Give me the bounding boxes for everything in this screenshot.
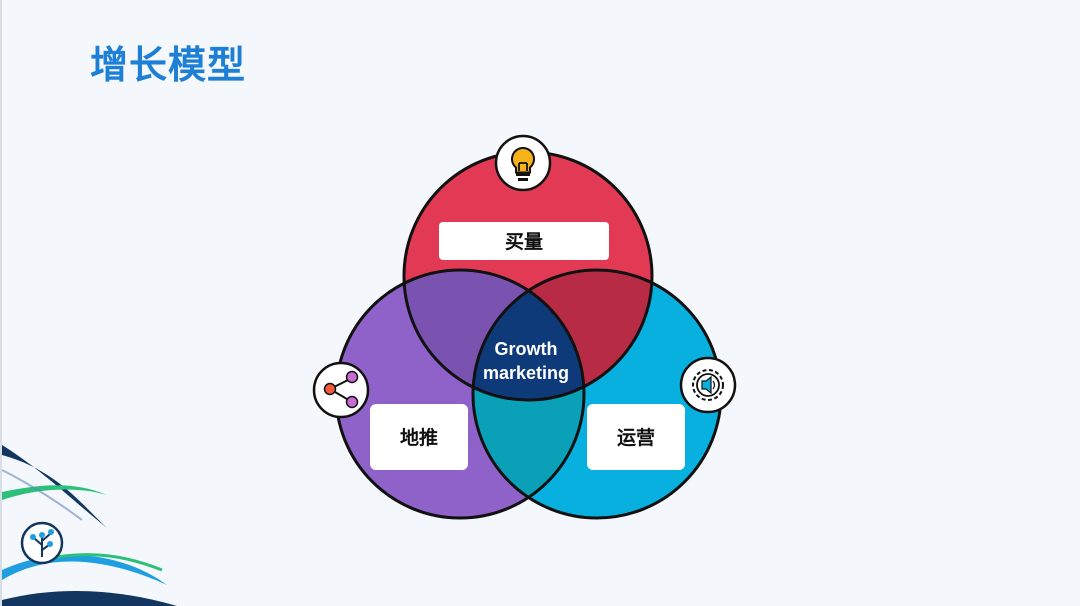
label-box-ground bbox=[370, 404, 468, 470]
gear-speaker-icon bbox=[679, 356, 737, 414]
label-ground: 地推 bbox=[400, 426, 438, 449]
center-label-line1: Growth bbox=[495, 339, 558, 359]
label-box-ops bbox=[587, 404, 685, 470]
decorative-waves bbox=[2, 445, 177, 606]
label-box-buy bbox=[439, 222, 609, 260]
share-icon bbox=[312, 361, 370, 419]
tree-logo-icon bbox=[20, 521, 64, 565]
center-label-line2: marketing bbox=[483, 363, 569, 383]
label-buy: 买量 bbox=[505, 231, 543, 253]
lightbulb-icon bbox=[494, 134, 552, 192]
page-title: 增长模型 bbox=[90, 43, 247, 87]
overlap-center bbox=[473, 270, 584, 400]
label-ops: 运营 bbox=[617, 426, 655, 449]
